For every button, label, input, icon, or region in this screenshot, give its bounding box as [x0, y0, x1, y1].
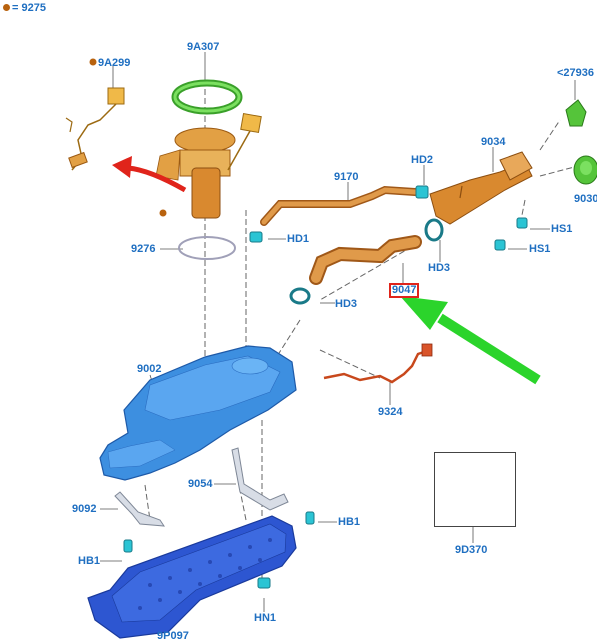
inset-frame	[434, 452, 516, 527]
label-hd3-right[interactable]: HD3	[428, 262, 451, 274]
bolt-hb1-right	[305, 511, 315, 525]
filler-hose-9047	[309, 235, 422, 285]
label-9170[interactable]: 9170	[334, 171, 359, 183]
bolt-hb1-left	[123, 539, 133, 553]
lock-ring-9A307	[171, 79, 243, 115]
marker-dot-9275	[159, 209, 167, 217]
label-9002[interactable]: 9002	[137, 363, 162, 375]
clamp-hd3-right	[424, 218, 444, 242]
label-9A307[interactable]: 9A307	[187, 41, 220, 53]
label-27936[interactable]: <27936	[557, 67, 595, 79]
filler-cap-27936	[565, 99, 587, 127]
tank-straps	[114, 447, 289, 527]
red-direction-arrow	[112, 156, 187, 193]
vapor-line-9324	[323, 348, 431, 384]
label-9092[interactable]: 9092	[72, 503, 97, 515]
label-hd2[interactable]: HD2	[411, 154, 434, 166]
filler-pipe-9034	[429, 151, 533, 225]
label-9276[interactable]: 9276	[131, 243, 156, 255]
legend-dot	[3, 4, 10, 11]
label-hd1[interactable]: HD1	[287, 233, 310, 245]
screw-hs1-top	[516, 217, 528, 229]
tank-shield-9P097	[87, 515, 297, 639]
label-9324[interactable]: 9324	[378, 406, 403, 418]
legend-text: = 9275	[12, 2, 46, 14]
fasteners	[123, 217, 528, 589]
label-9P097[interactable]: 9P097	[157, 630, 189, 642]
vapor-line-connector	[421, 343, 433, 357]
label-9D370[interactable]: 9D370	[455, 544, 488, 556]
label-hs1-top[interactable]: HS1	[551, 223, 573, 235]
green-pointer-arrow	[400, 296, 541, 385]
fuel-tank-9002	[99, 345, 297, 481]
clamp-hd3-left	[289, 287, 311, 305]
label-hd3-left[interactable]: HD3	[335, 298, 358, 310]
filler-door-9030	[573, 155, 597, 185]
legend: = 9275	[3, 2, 46, 14]
marker-dot-9A299	[89, 58, 97, 66]
nut-hn1	[257, 577, 271, 589]
label-9054[interactable]: 9054	[188, 478, 213, 490]
screw-hs1-bottom	[494, 239, 506, 251]
label-hb1-left[interactable]: HB1	[78, 555, 101, 567]
label-hs1-bottom[interactable]: HS1	[529, 243, 551, 255]
clamp-hd1	[249, 231, 263, 243]
hose-clamps	[249, 185, 444, 305]
fuel-pump-module	[155, 112, 262, 219]
label-9047-highlighted[interactable]: 9047	[389, 283, 420, 298]
label-9030[interactable]: 9030	[574, 193, 597, 205]
label-9A299[interactable]: 9A299	[98, 57, 131, 69]
label-hn1[interactable]: HN1	[254, 612, 277, 624]
clamp-hd2	[415, 185, 429, 199]
label-hb1-right[interactable]: HB1	[338, 516, 361, 528]
gasket-9276	[178, 236, 236, 260]
hose-9170	[260, 185, 419, 226]
label-9034[interactable]: 9034	[481, 136, 506, 148]
sender-9A299	[65, 87, 125, 171]
